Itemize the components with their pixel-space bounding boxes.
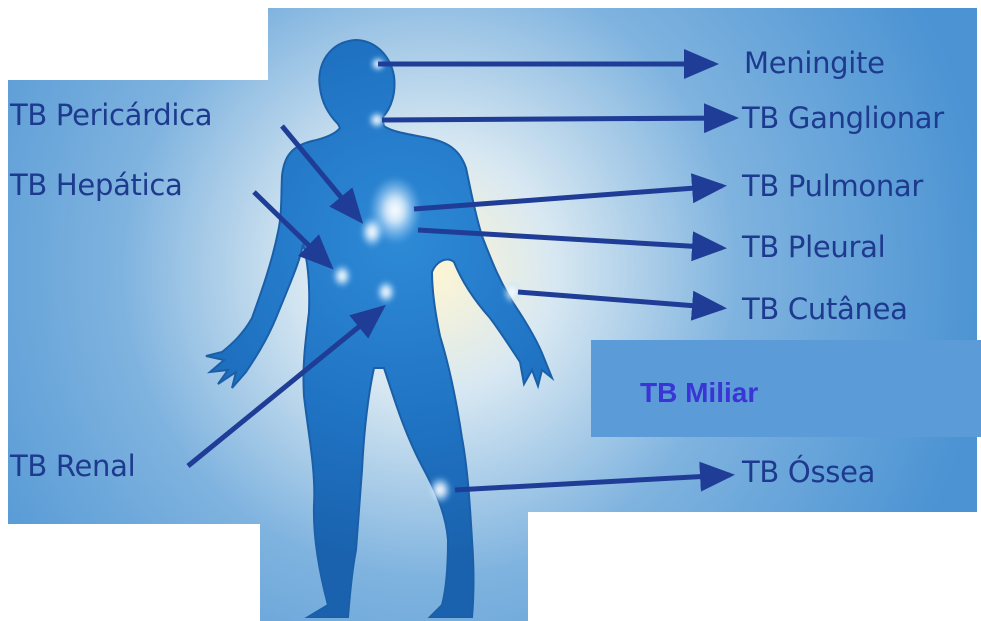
glow-knee <box>428 476 452 504</box>
label-renal: TB Renal <box>10 449 135 483</box>
label-miliar: TB Miliar <box>640 377 758 409</box>
label-pericardica: TB Pericárdica <box>10 98 212 132</box>
label-pulmonar: TB Pulmonar <box>742 169 923 203</box>
label-cutanea: TB Cutânea <box>742 292 908 326</box>
arrow-ganglionar <box>382 118 734 120</box>
glow-heart <box>360 216 384 248</box>
glow-liver <box>332 264 352 288</box>
label-ossea: TB Óssea <box>742 455 875 489</box>
label-hepatica: TB Hepática <box>10 168 183 202</box>
label-pleural: TB Pleural <box>742 230 885 264</box>
label-ganglionar: TB Ganglionar <box>742 101 944 135</box>
glow-kidney <box>376 280 396 304</box>
label-meningite: Meningite <box>744 46 885 80</box>
